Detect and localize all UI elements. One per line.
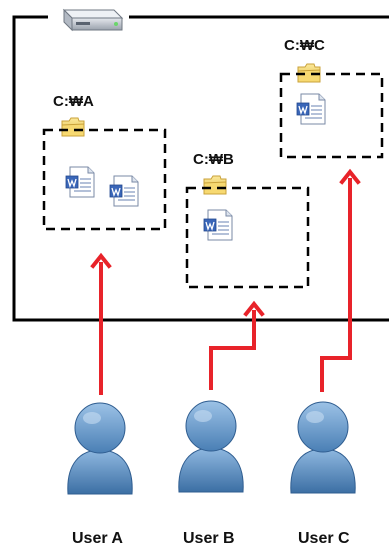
folder-box-a [42,128,167,231]
user-label-a: User A [72,530,123,547]
user-c: User C [290,401,356,547]
access-arrows [90,168,361,395]
folder-group-b: C:₩B [185,151,310,289]
hard-drive-icon [62,8,124,32]
user-label-c: User C [298,530,350,547]
user-b: User B [178,400,244,547]
storage-enclosure [12,15,389,322]
folder-box-c [279,72,384,159]
word-document-icon [203,209,233,241]
folder-label-a: C:₩A [53,93,94,110]
user-icon [290,401,356,494]
folder-icon [203,175,227,195]
user-icon [178,400,244,493]
folder-label-b: C:₩B [193,151,234,168]
arrow-user-c [320,168,361,392]
user-label-b: User B [183,530,235,547]
user-icon [67,402,133,495]
folder-icon [61,117,85,137]
arrow-user-b [209,300,265,390]
folder-label-c: C:₩C [284,37,325,54]
folder-group-a: C:₩A [42,93,167,231]
folder-group-c: C:₩C [279,37,384,159]
folder-box-b [185,186,310,289]
word-document-icon [109,175,139,207]
arrow-user-a [90,252,112,395]
word-document-icon [296,93,326,125]
user-a: User A [67,402,133,547]
word-document-icon [65,166,95,198]
